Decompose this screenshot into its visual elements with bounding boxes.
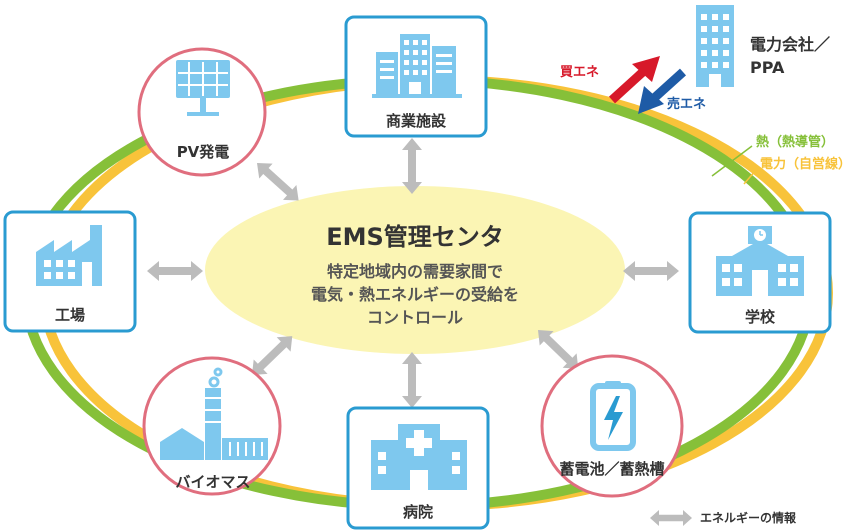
solar-panel-icon (176, 60, 230, 116)
legend-info-arrow (650, 510, 692, 526)
info-arrow-commercial (402, 138, 422, 194)
hospital-icon (371, 424, 467, 490)
node-factory-label: 工場 (55, 306, 85, 324)
node-factory: 工場 (3, 210, 137, 333)
utility-label-line2: PPA (750, 58, 785, 77)
node-hospital: 病院 (346, 406, 490, 530)
buy-energy-arrow (608, 56, 660, 104)
node-battery-label: 蓄電池／蓄熱槽 (559, 460, 664, 478)
sell-energy-arrow (638, 68, 687, 114)
buy-energy-label: 買エネ (560, 65, 599, 80)
biomass-plant-icon (160, 367, 268, 460)
info-arrow-pv (250, 155, 306, 208)
node-pv-label: PV発電 (177, 143, 230, 161)
ems-center-desc-1: 特定地域内の需要家間で (327, 262, 503, 281)
node-biomass-label: バイオマス (175, 473, 250, 491)
ems-center-title: EMS管理センタ (326, 223, 504, 251)
node-commercial-label: 商業施設 (386, 112, 447, 130)
node-pv: PV発電 (137, 47, 267, 177)
sell-energy-label: 売エネ (667, 96, 706, 112)
school-building-icon (716, 226, 804, 296)
utility-label-line1: 電力会社／ (750, 35, 830, 54)
office-building-icon (372, 34, 462, 98)
info-arrow-hospital (402, 352, 422, 408)
power-line-label: 電力（自営線） (760, 156, 851, 172)
node-commercial: 商業施設 (344, 15, 488, 138)
ems-center-desc-3: コントロール (367, 308, 463, 327)
node-school: 学校 (688, 211, 832, 334)
power-line-leader (743, 169, 757, 185)
factory-icon (36, 225, 102, 286)
info-arrow-school (623, 261, 679, 281)
node-school-label: 学校 (745, 308, 776, 326)
ems-center (205, 186, 625, 354)
heat-line-label: 熱（熱導管） (756, 134, 834, 150)
utility-building-icon (696, 5, 734, 87)
node-biomass: バイオマス (142, 356, 282, 496)
info-arrow-factory (147, 261, 203, 281)
node-hospital-label: 病院 (403, 503, 433, 521)
legend-info-label: エネルギーの情報 (700, 510, 797, 525)
node-battery: 蓄電池／蓄熱槽 (540, 354, 684, 498)
heat-line-leader (711, 145, 753, 177)
battery-icon (590, 381, 636, 451)
ems-center-desc-2: 電気・熱エネルギーの受給を (311, 285, 519, 304)
